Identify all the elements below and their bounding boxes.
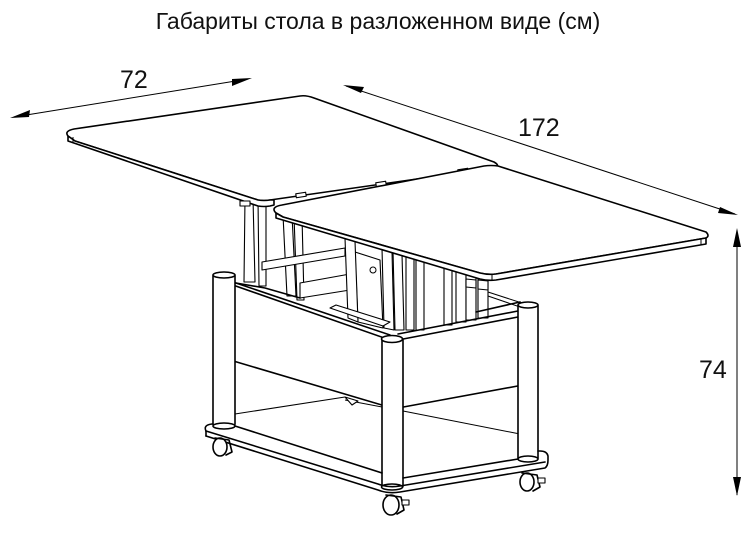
dimension-label-depth: 72 <box>120 66 148 94</box>
right-tabletop <box>273 164 709 282</box>
legs <box>212 271 539 491</box>
lift-mechanism <box>243 197 526 331</box>
dimension-line-172 <box>343 85 738 215</box>
lift-supports-front <box>465 278 489 291</box>
diagram-title: Габариты стола в разложенном виде (см) <box>155 8 601 34</box>
dimension-line-72 <box>10 78 252 118</box>
dimension-label-length: 172 <box>518 114 560 142</box>
caster-right <box>519 472 546 492</box>
bottom-shelf <box>204 423 549 494</box>
dimension-label-height: 74 <box>699 356 727 384</box>
caster-center <box>382 494 410 516</box>
left-tabletop <box>66 94 499 208</box>
caster-left <box>212 437 233 457</box>
body-box <box>229 280 524 435</box>
casters <box>212 437 546 516</box>
dimension-line-74 <box>733 228 741 496</box>
